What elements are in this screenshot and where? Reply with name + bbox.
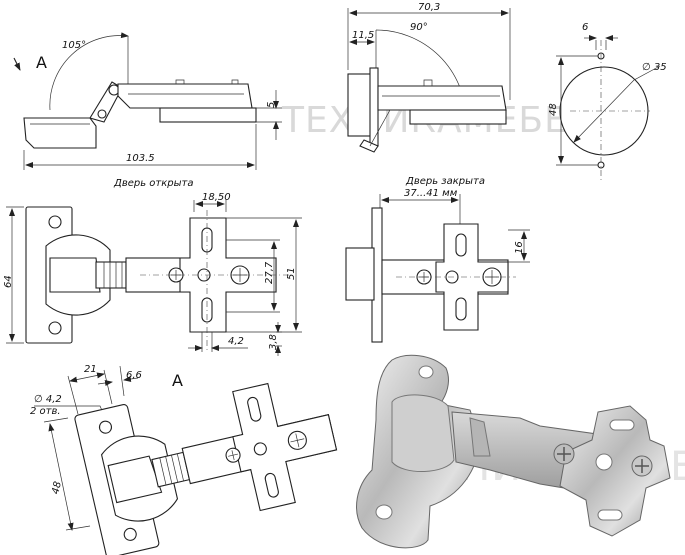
dim-mid-open: 27,7 <box>264 261 275 284</box>
dim-cup-diameter: ∅ 35 <box>642 62 667 73</box>
detail-view-a: A ∅ 4,2 2 отв. 21 6,6 <box>30 364 338 555</box>
dim-hole-count: 2 отв. <box>30 406 61 417</box>
top-view-open: 18,50 64 27,7 51 3,8 4,2 <box>3 192 302 356</box>
cross-plate-detail <box>232 382 338 512</box>
cup-closed-top <box>345 247 375 301</box>
mounting-plate <box>159 107 257 123</box>
dim-side-closed: 16 <box>514 241 525 254</box>
dim-length: 103.5 <box>126 153 155 164</box>
hinge-arm-closed <box>377 85 507 111</box>
cup-hole-view: ∅ 35 6 48 <box>548 22 667 182</box>
dim-thickness: 5 <box>266 102 277 108</box>
caption-open: Дверь открыта <box>113 178 193 189</box>
angle-label: 105° <box>62 40 86 51</box>
caption-closed: Дверь закрыта <box>405 176 485 187</box>
dim-bottom-open: 4,2 <box>228 336 244 347</box>
dim-cup-spacing: 48 <box>548 103 559 116</box>
dim-detail-spacing: 48 <box>50 481 63 496</box>
top-view-closed: Дверь закрыта 37...41 мм 16 <box>345 176 530 343</box>
dim-range-closed: 37...41 мм <box>404 188 458 199</box>
hinge-arm <box>117 83 253 109</box>
dim-detail-a: 21 <box>84 364 97 375</box>
dim-height-open: 64 <box>3 275 14 288</box>
view-label-a: A <box>36 53 47 72</box>
cross-plate-closed <box>435 223 509 331</box>
dim-width-open: 18,50 <box>202 192 231 203</box>
mounting-plate-closed <box>409 109 507 125</box>
hinge-photo <box>356 354 671 549</box>
angle-arc <box>49 32 129 111</box>
angle-closed: 90° <box>410 22 428 33</box>
view-arrow-icon <box>13 57 21 71</box>
dim-total-closed: 70,3 <box>418 2 440 13</box>
dim-small-open: 3,8 <box>268 334 279 350</box>
dim-cup-offset: 6 <box>582 22 588 33</box>
dim-total-open: 51 <box>286 267 297 280</box>
hinge-cup <box>23 117 97 149</box>
dim-detail-b: 6,6 <box>126 370 142 381</box>
dim-hole-diameter: ∅ 4,2 <box>34 394 62 405</box>
detail-label-a: A <box>172 371 183 390</box>
knuckle <box>95 261 127 289</box>
side-view-closed: 70,3 11,5 90° <box>347 2 511 153</box>
side-view-open: A 105° 103.5 5 Дверь открыта <box>13 32 282 189</box>
dim-offset-closed: 11,5 <box>352 30 374 41</box>
